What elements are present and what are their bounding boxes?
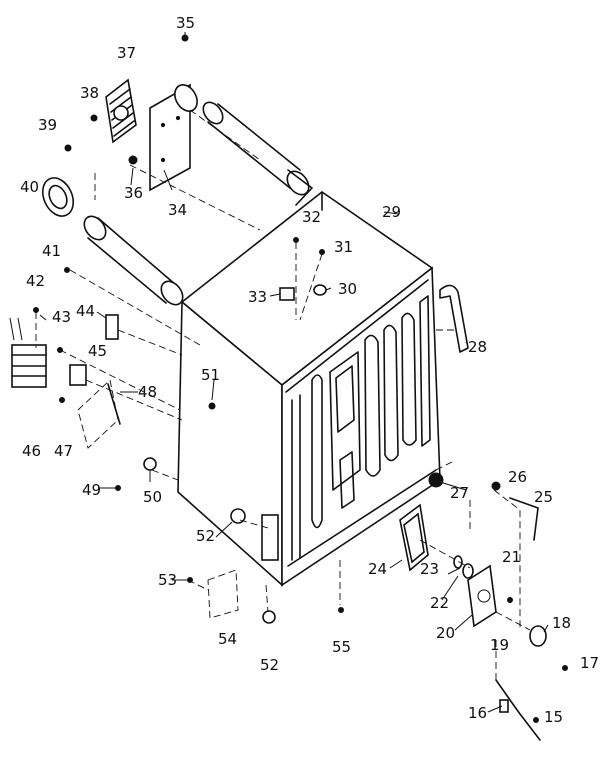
label-25: 25: [534, 488, 553, 506]
label-48: 48: [138, 383, 157, 401]
label-26: 26: [508, 468, 527, 486]
washer-part: [453, 555, 463, 569]
grommet-part: [428, 472, 444, 488]
label-39: 39: [38, 116, 57, 134]
transformer: [9, 317, 47, 388]
label-50: 50: [143, 488, 162, 506]
label-31: 31: [334, 238, 353, 256]
label-51: 51: [201, 366, 220, 384]
bracket-small: [105, 314, 119, 340]
label-52-upper: 52: [196, 527, 215, 545]
label-34: 34: [168, 201, 187, 219]
rod-part: [509, 497, 539, 541]
label-23: 23: [420, 560, 439, 578]
label-19: 19: [490, 636, 509, 654]
label-43: 43: [52, 308, 71, 326]
label-53: 53: [158, 571, 177, 589]
part-labels: 35 37 38 39 40 36 34 32 29 31 30 33 41 4…: [20, 14, 599, 726]
fitting-part: [529, 625, 547, 647]
label-18: 18: [552, 614, 571, 632]
label-38: 38: [80, 84, 99, 102]
connector-part: [499, 699, 509, 713]
label-15: 15: [544, 708, 563, 726]
label-37: 37: [117, 44, 136, 62]
label-36: 36: [124, 184, 143, 202]
mount-bracket: [261, 514, 279, 561]
label-32: 32: [302, 208, 321, 226]
end-plate-hole: [477, 589, 491, 603]
label-52-lower: 52: [260, 656, 279, 674]
relay-part: [69, 364, 87, 386]
plug-part-lower: [262, 610, 276, 624]
label-24: 24: [368, 560, 387, 578]
nut-part: [462, 563, 474, 579]
gasket-ring: [41, 177, 75, 217]
label-46: 46: [22, 442, 41, 460]
label-16: 16: [468, 704, 487, 722]
flange-plate: [149, 83, 198, 192]
heat-exchanger-cells: [285, 279, 437, 567]
label-21: 21: [502, 548, 521, 566]
screws: [33, 34, 568, 723]
label-30: 30: [338, 280, 357, 298]
label-44: 44: [76, 302, 95, 320]
dash-lines: [35, 109, 531, 680]
label-20: 20: [436, 624, 455, 642]
grille-plate: [105, 78, 137, 144]
label-28: 28: [468, 338, 487, 356]
label-41: 41: [42, 242, 61, 260]
clip-part: [143, 457, 157, 471]
leader-lines: [39, 32, 549, 713]
label-42: 42: [26, 272, 45, 290]
label-29: 29: [382, 203, 401, 221]
label-27: 27: [450, 484, 469, 502]
label-33: 33: [248, 288, 267, 306]
label-54: 54: [218, 630, 237, 648]
tube-lower: [83, 215, 184, 306]
label-55: 55: [332, 638, 351, 656]
bracket-part: [439, 284, 469, 353]
label-45: 45: [88, 342, 107, 360]
label-35: 35: [176, 14, 195, 32]
label-49: 49: [82, 481, 101, 499]
label-22: 22: [430, 594, 449, 612]
label-17: 17: [580, 654, 599, 672]
plate-outline: [77, 379, 119, 449]
wire-part: [495, 679, 541, 741]
gasket-inner: [403, 512, 425, 564]
tube-upper: [202, 101, 313, 206]
plug-part-upper: [230, 508, 246, 524]
label-40: 40: [20, 178, 39, 196]
label-47: 47: [54, 442, 73, 460]
panel-outline: [207, 569, 239, 619]
strip-part: [107, 383, 121, 425]
